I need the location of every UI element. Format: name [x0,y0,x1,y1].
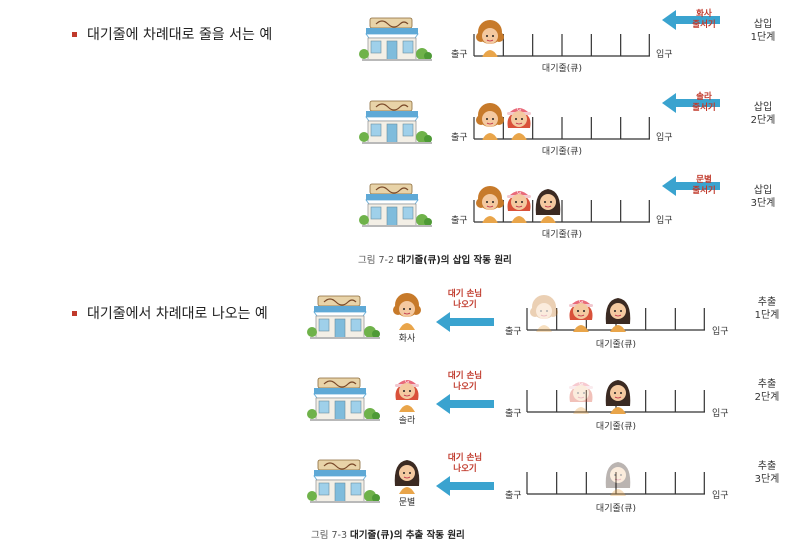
entrance-label: 입구 [712,491,729,501]
exit-label: 출구 [505,491,522,501]
extract-section-title: 대기줄에서 차례대로 나오는 예 [87,306,268,322]
moonbyul-person-icon [535,189,561,223]
svg-text:G: G [405,379,409,385]
insert-section-bullet: 대기줄에 차례대로 줄을 서는 예 [72,24,272,44]
exit-label: 출구 [451,50,468,60]
shop-building-icon [359,17,432,61]
hwasa-person-icon [530,295,558,332]
svg-text:G: G [517,190,521,196]
moonbyul-person-icon [394,460,420,494]
left-arrow-icon [662,93,720,113]
entrance-label: 입구 [656,50,673,60]
queue-label: 대기줄(큐) [595,422,637,432]
exit-label: 출구 [451,216,468,226]
bullet-marker [72,310,77,316]
queue-track [473,117,650,140]
solar-person-icon: G [507,190,531,223]
shop-building-icon [307,377,380,421]
queue-track [473,200,650,223]
bullet-marker [72,31,77,37]
queue-label: 대기줄(큐) [595,504,637,514]
entrance-label: 입구 [656,133,673,143]
served-person-name: 문별 [398,498,416,508]
hwasa-person-icon [476,20,504,57]
hwasa-person-icon [393,293,421,330]
queue-label: 대기줄(큐) [541,64,583,74]
queue-track [473,34,650,57]
hwasa-person-icon [476,186,504,223]
solar-person-icon: G [395,379,419,412]
shop-building-icon [307,295,380,339]
exit-label: 출구 [505,327,522,337]
exit-label: 출구 [451,133,468,143]
served-person-name: 화사 [398,334,416,344]
left-arrow-icon [662,176,720,196]
entrance-label: 입구 [712,327,729,337]
solar-person-icon: G [569,299,593,332]
queue-label: 대기줄(큐) [595,340,637,350]
solar-person-icon: G [569,381,593,414]
left-arrow-icon [662,10,720,30]
hwasa-person-icon [476,103,504,140]
shop-building-icon [359,100,432,144]
served-person-name: 솔라 [398,416,416,426]
left-arrow-icon [436,312,494,332]
queue-label: 대기줄(큐) [541,147,583,157]
left-arrow-icon [436,476,494,496]
figure-7-2-caption: 그림 7-2 대기줄(큐)의 삽입 작동 원리 [358,255,512,266]
entrance-label: 입구 [656,216,673,226]
moonbyul-person-icon [605,462,631,496]
svg-text:G: G [579,381,583,387]
svg-text:G: G [579,299,583,305]
svg-text:G: G [517,107,521,113]
moonbyul-person-icon [605,298,631,332]
queue-label: 대기줄(큐) [541,230,583,240]
left-arrow-icon [436,394,494,414]
insert-section-title: 대기줄에 차례대로 줄을 서는 예 [87,27,273,43]
exit-label: 출구 [505,409,522,419]
extract-section-bullet: 대기줄에서 차례대로 나오는 예 [72,303,268,323]
shop-building-icon [307,459,380,503]
moonbyul-person-icon [605,380,631,414]
shop-building-icon [359,183,432,227]
queue-track [526,472,705,495]
figure-7-3-caption: 그림 7-3 대기줄(큐)의 추출 작동 원리 [311,530,465,541]
entrance-label: 입구 [712,409,729,419]
solar-person-icon: G [507,107,531,140]
